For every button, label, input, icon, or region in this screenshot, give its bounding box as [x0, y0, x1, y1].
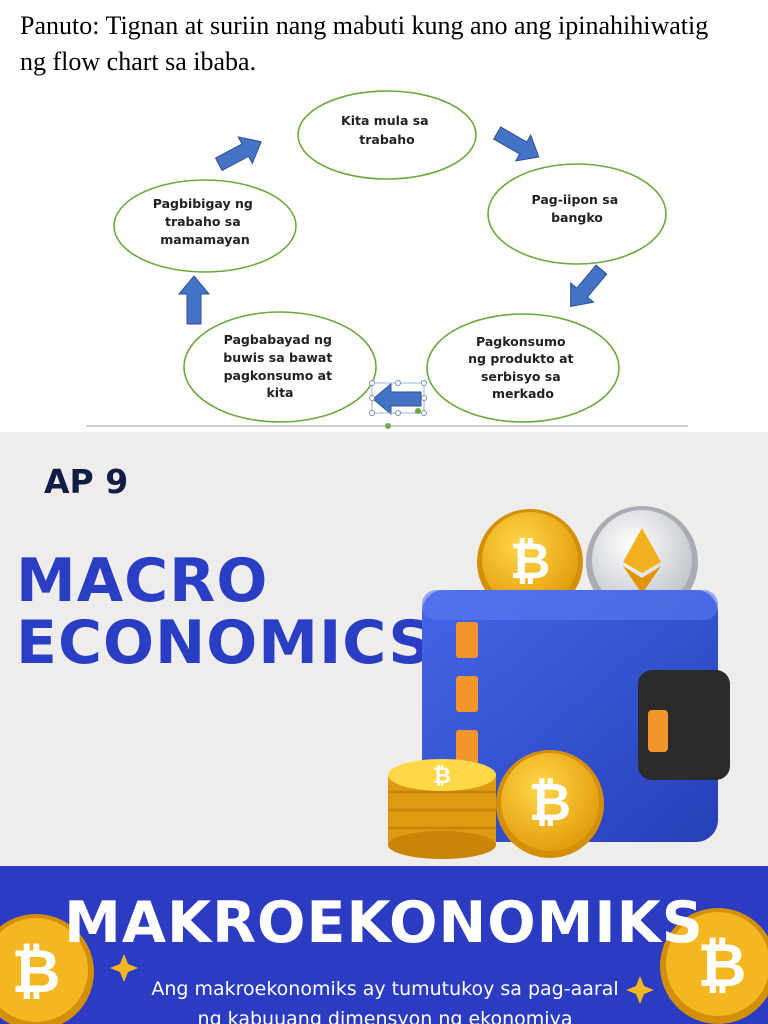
arrow-up-right-icon [211, 127, 269, 179]
bitcoin-coin-icon: ₿ [477, 509, 583, 615]
label-kita: Kita mula sa trabaho [341, 113, 433, 147]
label-line: Pagkonsumo [476, 334, 566, 349]
label-line: merkado [492, 386, 554, 401]
label-line: kita [266, 385, 293, 400]
sparkle-icon [626, 976, 654, 1004]
label-line: Kita mula sa [341, 113, 429, 128]
label-line: pagkonsumo at [224, 368, 333, 383]
subject-label: AP 9 [44, 462, 129, 501]
svg-text:₿: ₿ [12, 937, 61, 1007]
arrow-down-right-icon [489, 119, 547, 171]
oval-pagbibigay [113, 179, 297, 273]
label-line: buwis sa bawat [223, 350, 332, 365]
instructions-text: Panuto: Tignan at suriin nang mabuti kun… [20, 11, 709, 76]
label-line: Pagbibigay ng [153, 196, 253, 211]
svg-text:₿: ₿ [510, 532, 551, 590]
intro-slide: ₿ ₿ MAKROEKONOMIKS Ang makroekonomiks ay… [0, 866, 768, 1024]
svg-text:₿: ₿ [698, 931, 747, 1001]
intro-description: Ang makroekonomiks ay tumutukoy sa pag-a… [151, 978, 619, 1024]
bitcoin-coin-icon: ₿ [0, 914, 94, 1024]
label-line: mamamayan [160, 232, 249, 247]
ethereum-coin-icon [586, 506, 698, 618]
label-line: Pag-iipon sa [532, 192, 619, 207]
label-line: trabaho [359, 132, 415, 147]
flow-chart: Kita mula sa trabaho Pag-iipon sa bangko… [86, 90, 688, 429]
coin-stack-icon: ₿ [388, 759, 496, 859]
label-line: trabaho sa [165, 214, 241, 229]
arrow-left-icon [372, 383, 422, 415]
oval-pagbabayad [183, 311, 377, 423]
oval-pag-iipon [487, 163, 667, 265]
cover-slide: AP 9 MACRO ECONOMICS ₿ [0, 432, 768, 866]
flow-chart-section: Panuto: Tignan at suriin nang mabuti kun… [0, 0, 768, 432]
label-pagkonsumo: Pagkonsumo ng produkto at serbisyo sa me… [468, 334, 578, 401]
label-line: bangko [551, 210, 603, 225]
intro-title: MAKROEKONOMIKS [64, 890, 704, 956]
label-line: Pagbabayad ng [224, 332, 332, 347]
svg-text:₿: ₿ [529, 773, 571, 833]
cover-title-line: MACRO [16, 546, 269, 616]
label-line: ng produkto at [468, 351, 573, 366]
label-pagbibigay: Pagbibigay ng trabaho sa mamamayan [153, 196, 257, 247]
label-pagbabayad: Pagbabayad ng buwis sa bawat pagkonsumo … [223, 332, 336, 400]
intro-decorations: ₿ ₿ [0, 908, 768, 1024]
bitcoin-coin-icon: ₿ [660, 908, 768, 1024]
rotate-handle [415, 408, 421, 414]
arrow-down-left-icon [558, 259, 614, 317]
selection-handles [369, 380, 427, 416]
cover-title: MACRO ECONOMICS [16, 550, 433, 674]
label-pag-iipon: Pag-iipon sa bangko [532, 192, 623, 225]
oval-kita [297, 90, 477, 180]
wallet-icon [422, 590, 730, 842]
sparkle-icon [110, 954, 138, 982]
svg-text:₿: ₿ [433, 764, 451, 789]
bitcoin-coin-icon: ₿ [496, 750, 604, 858]
wallet-coins-illustration: ₿ ₿ [388, 506, 730, 859]
cover-title-line: ECONOMICS [16, 608, 433, 678]
oval-pagkonsumo [426, 313, 620, 423]
label-line: serbisyo sa [481, 369, 561, 384]
arrow-up-icon [178, 275, 210, 325]
